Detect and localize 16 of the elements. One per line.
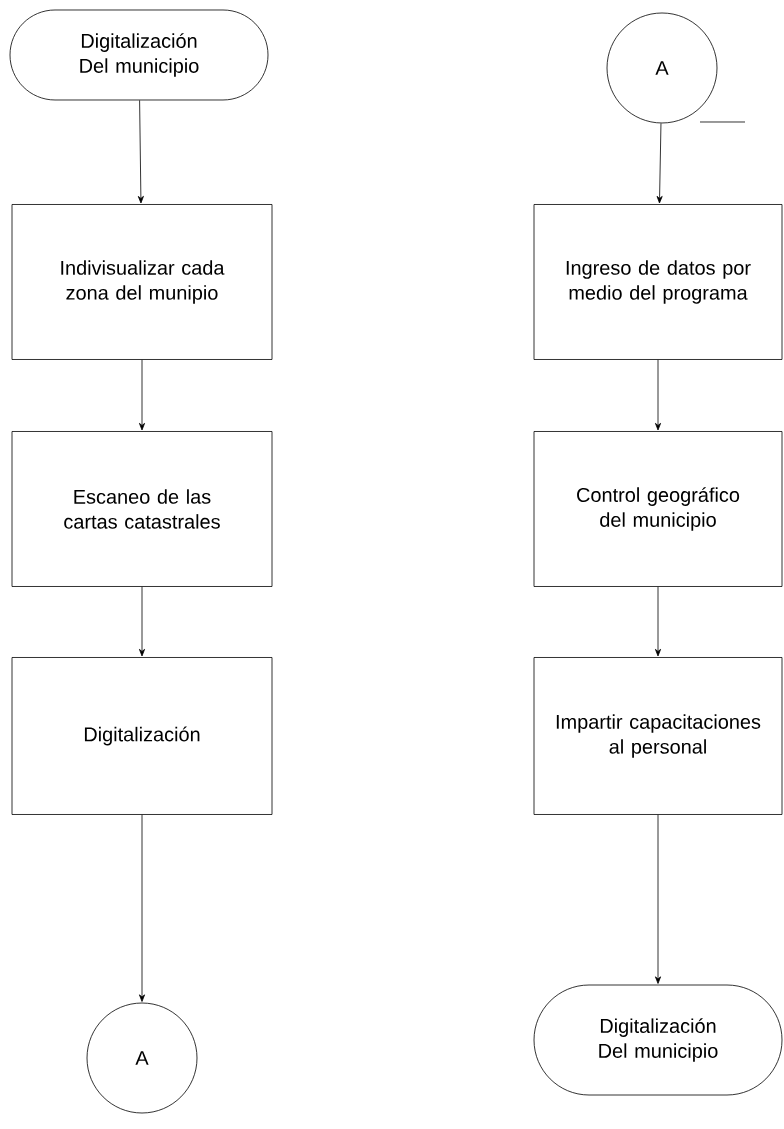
arrow [139, 359, 145, 431]
terminator: Digitalización Del municipio [533, 984, 783, 1096]
process-box: Indivisualizar cada zona del munipio [11, 204, 273, 360]
arrow [137, 100, 144, 204]
process-box: Digitalización [11, 657, 273, 815]
arrow [139, 586, 145, 657]
process-box: Impartir capacitaciones al personal [533, 657, 783, 815]
arrow [656, 122, 663, 204]
process-box: Ingreso de datos por medio del programa [533, 204, 783, 360]
arrow [139, 814, 145, 1002]
arrow [655, 586, 661, 657]
process-box: Control geográfico del municipio [533, 431, 783, 587]
process-box: Escaneo de las cartas catastrales [11, 431, 273, 587]
arrow [655, 359, 661, 431]
arrow [655, 814, 661, 984]
terminator: Digitalización Del municipio [9, 9, 269, 101]
